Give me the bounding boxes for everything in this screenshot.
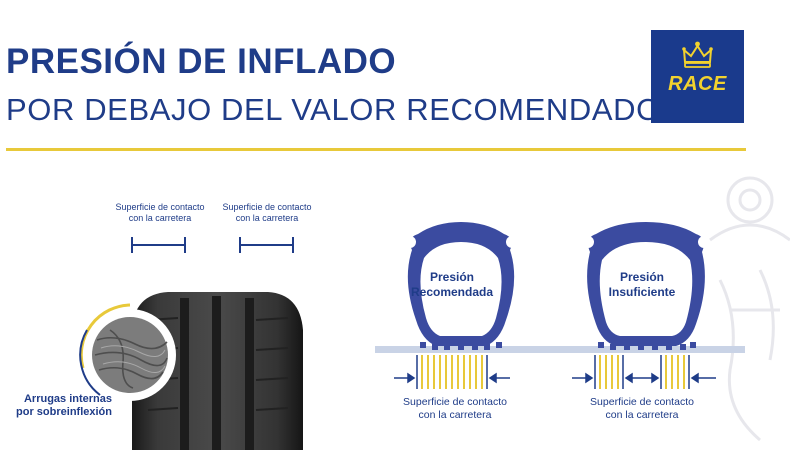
tire-recommended-label-line1: Presión: [429, 270, 474, 284]
wrinkles-label-line1: Arrugas internas: [23, 393, 112, 405]
tire-insufficient-contact-line1: Superficie de contacto: [590, 396, 694, 408]
logo-text: RACE: [668, 73, 727, 95]
contact-label-wide-line2: con la carretera: [128, 213, 192, 223]
contact-width-bracket-narrow: [239, 237, 294, 253]
tire-tread-image: [132, 292, 303, 450]
page-subtitle: POR DEBAJO DEL VALOR RECOMENDADO: [6, 92, 661, 127]
wrinkle-detail-circle: [79, 303, 176, 401]
tire-cross-section-recommended: [404, 222, 518, 350]
contact-patch-insufficient: [572, 355, 716, 389]
contact-label-narrow-line2: con la carretera: [235, 213, 299, 223]
page-title: PRESIÓN DE INFLADO: [6, 42, 397, 81]
tire-recommended-label-line2: Recomendada: [410, 285, 494, 299]
tire-recommended-contact-line1: Superficie de contacto: [403, 396, 507, 408]
title-divider: [6, 148, 746, 151]
tire-recommended-contact-line2: con la carretera: [418, 409, 492, 421]
contact-patch-recommended: [394, 355, 510, 389]
tire-insufficient-contact-line2: con la carretera: [605, 409, 679, 421]
contact-label-narrow-line1: Superficie de contacto: [222, 202, 312, 212]
road-surface: [375, 346, 745, 353]
watermark-emblem: [709, 176, 790, 442]
race-logo: RACE: [651, 30, 744, 123]
wrinkles-label-line2: por sobreinflexión: [16, 406, 112, 418]
contact-label-wide-line1: Superficie de contacto: [115, 202, 205, 212]
tire-insufficient-label-line1: Presión: [619, 270, 664, 284]
tire-cross-section-insufficient: [582, 222, 710, 350]
crown-icon: [682, 41, 713, 68]
contact-width-bracket-wide: [131, 237, 186, 253]
tire-insufficient-label-line2: Insuficiente: [608, 285, 676, 299]
